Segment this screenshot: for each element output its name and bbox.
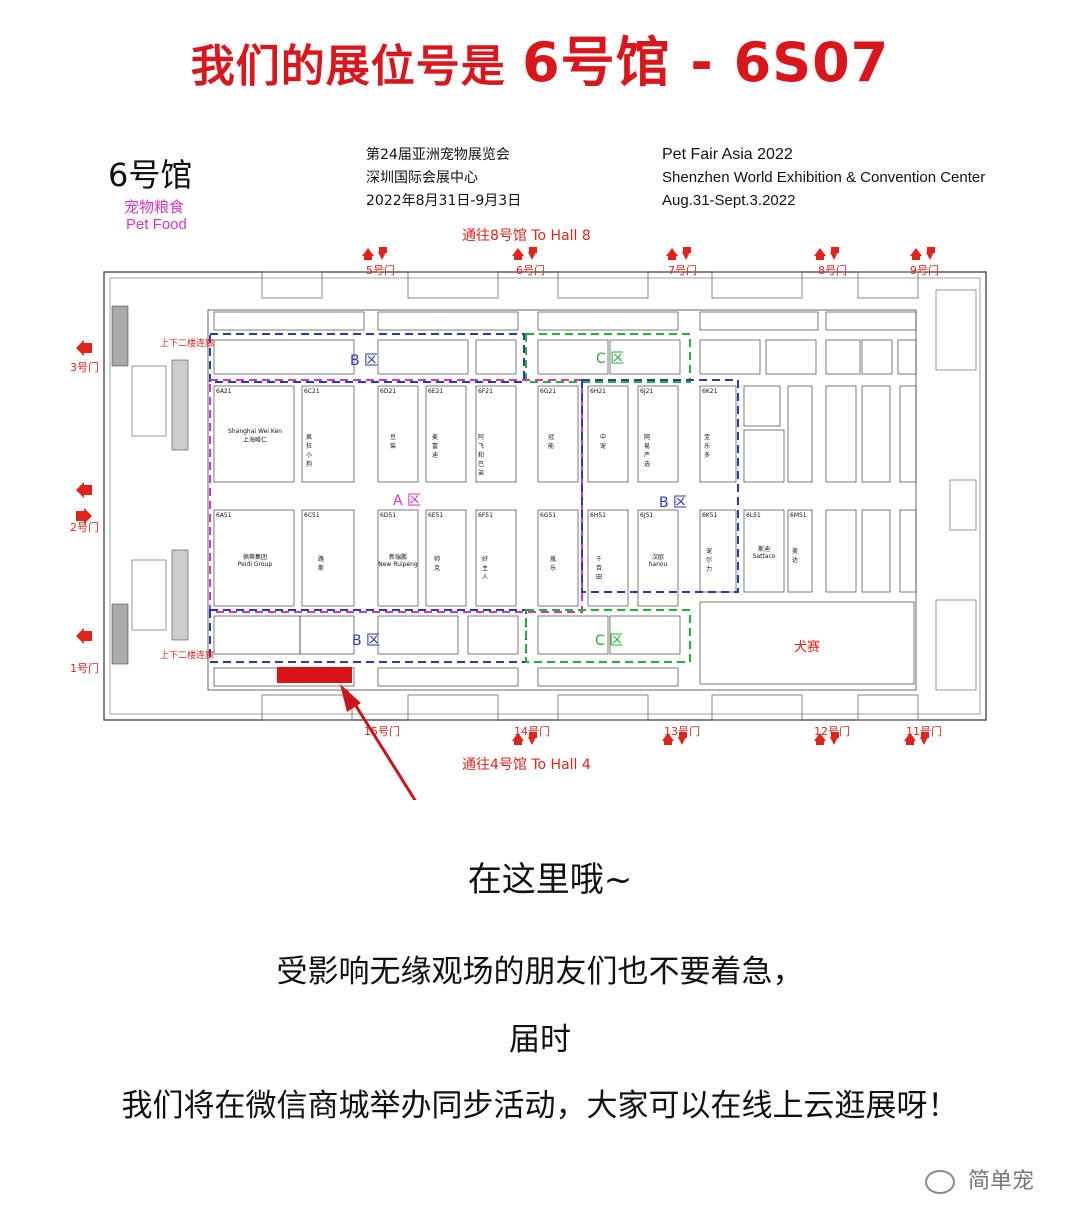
to-hall-8-label: 通往8号馆 To Hall 8 [462,228,591,244]
expo-name-cn: 第24届亚洲宠物展览会 [366,147,510,163]
notice-line-2: 届时 [509,1022,571,1058]
booth-name: 斯迪 Sattaco [752,546,776,560]
expo-info-cn: 第24届亚洲宠物展览会 深圳国际会展中心 2022年8月31日-9月3日 [366,144,521,213]
booth-name: 好主人 [482,556,489,581]
booth-id: 6E21 [428,388,444,395]
connector-top-label: 上下二楼连廊 [160,339,215,349]
wechat-icon [925,1170,955,1194]
headline-booth: 6号馆 - 6S07 [522,31,890,94]
booth-name: 嵐乐 [550,556,557,572]
door-11-label: 11号门 [906,725,942,738]
booth-id: 6H21 [590,388,606,395]
hall-category-en: Pet Food [126,216,187,233]
expo-date-cn: 2022年8月31日-9月3日 [366,193,522,209]
booth-name: 网易严选 [644,434,651,468]
door-15-label: 15号门 [364,725,400,738]
hall-category-cn: 宠物粮食 [124,198,185,216]
booth-name: 中宠 [600,434,607,450]
door-12-label: 12号门 [814,725,850,738]
zone-a: A 区 [393,493,422,509]
booth-name: 宠尔力 [706,548,713,573]
booth-id: 6K51 [702,512,718,519]
door-2-label: 2号门 [70,521,99,534]
hall-title: 6号馆 [108,156,193,194]
booth-name: 麦富迪 [432,434,439,459]
booth-name: 阿飞和巴弟 [478,434,485,477]
floor-plan [76,247,987,800]
booth-id: 6G21 [540,388,557,395]
expo-info-en: Pet Fair Asia 2022 Shenzhen World Exhibi… [662,143,985,212]
door-5-label: 5号门 [366,264,395,277]
zone-c-top: C 区 [596,351,625,367]
booth-name: 新瑞鹏 New Ruipeng [378,554,418,568]
booth-name: Shanghai Wei Ken 上海唯仁 [228,428,282,444]
booth-name: 帅克 [434,556,441,572]
door-9-label: 9号门 [910,264,939,277]
to-hall-4-label: 通往4号馆 To Hall 4 [462,757,591,773]
door-8-label: 8号门 [818,264,847,277]
booth-id: 6A51 [216,512,232,519]
expo-date-en: Aug.31-Sept.3.2022 [662,192,796,209]
door-7-label: 7号门 [668,264,697,277]
door-13-label: 13号门 [664,725,700,738]
booth-id: 6A21 [216,388,232,395]
booth-name: 美达 [792,548,799,564]
booth-name: 冠能 [548,434,555,450]
headline: 我们的展位号是 6号馆 - 6S07 [0,18,1080,97]
booth-id: 6M51 [790,512,807,519]
zone-b-bottom: B 区 [352,633,381,649]
zone-b-top: B 区 [350,353,379,369]
booth-id: 6D21 [380,388,397,395]
expo-venue-cn: 深圳国际会展中心 [366,170,478,186]
notice-line-1: 受影响无缘观场的朋友们也不要着急， [276,954,804,990]
notice-line-3: 我们将在微信商城举办同步活动，大家可以在线上云逛展呀！ [121,1088,959,1124]
door-3-label: 3号门 [70,361,99,374]
booth-id: 6L51 [746,512,761,519]
booth-id: 6J21 [640,388,654,395]
booth-id: 6G51 [540,512,557,519]
zone-b-right: B 区 [659,495,688,511]
booth-name: 汉欧 hanou [648,554,668,568]
door-6-label: 6号门 [516,264,545,277]
booth-id: 6H51 [590,512,606,519]
headline-prefix: 我们的展位号是 [190,41,506,92]
booth-id: 6E51 [428,512,444,519]
dog-show-area: 犬赛 [794,640,821,655]
watermark-text: 简单宠 [968,1169,1035,1194]
door-1-label: 1号门 [70,662,99,675]
booth-id: 6D51 [380,512,397,519]
booth-id: 6C21 [304,388,320,395]
arrow-caption: 在这里哦~ [467,860,633,900]
booth-id: 6K21 [702,388,718,395]
expo-name-en: Pet Fair Asia 2022 [662,146,793,163]
booth-id: 6F51 [478,512,493,519]
expo-venue-en: Shenzhen World Exhibition & Convention C… [662,169,986,186]
booth-id: 6J51 [640,512,654,519]
booth-name: 佩蒂集团 Peidi Group [237,554,273,568]
booth-name: 路斯 [318,556,325,572]
booth-name: 千百田 [596,556,603,581]
booth-name: 宝乐多 [704,434,711,459]
watermark: 简单宠 [925,1163,1034,1195]
booth-id: 6C51 [304,512,320,519]
booth-name: 疯狂小狗 [306,434,313,468]
connector-bottom-label: 上下二楼连廊 [160,651,215,661]
door-14-label: 14号门 [514,725,550,738]
booth-id: 6F21 [478,388,493,395]
zone-c-bottom: C 区 [595,633,624,649]
booth-name: 豆柴 [390,434,397,450]
